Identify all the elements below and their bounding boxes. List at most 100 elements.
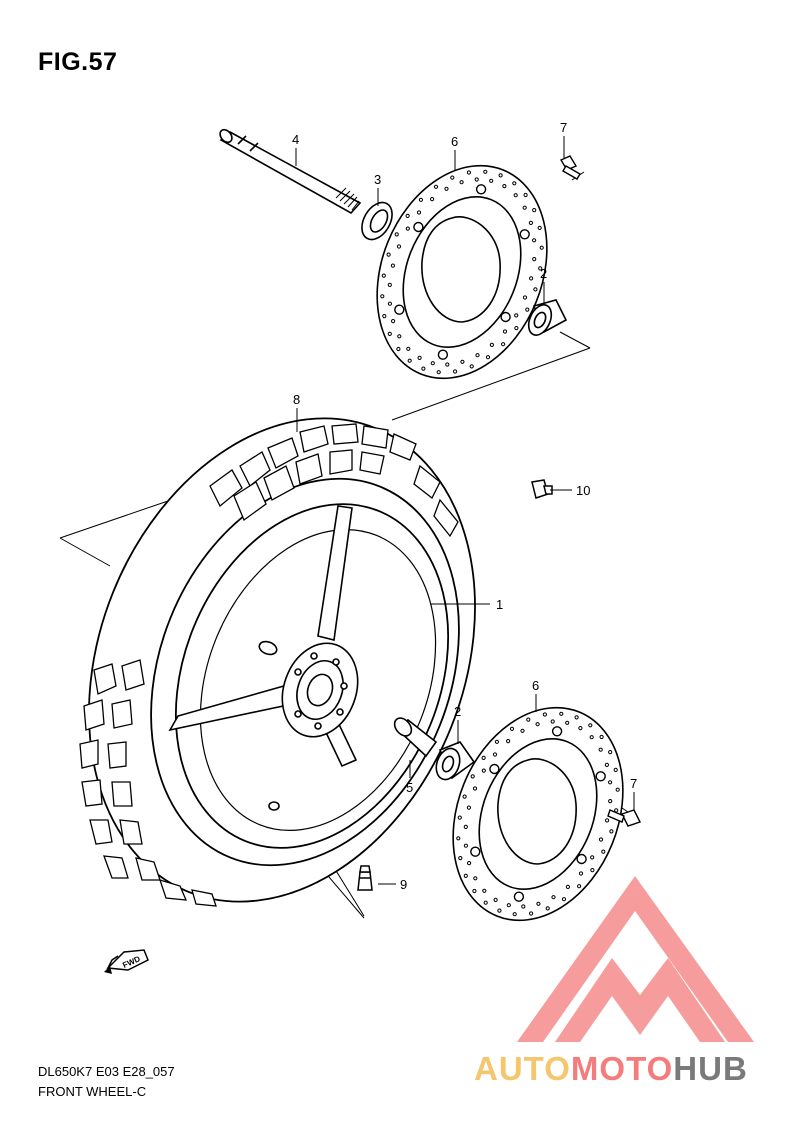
callout-numbers: 4 3 6 7 2 8 1 10 2 6 7 5 9 bbox=[292, 120, 637, 892]
disc-vent-hole bbox=[565, 720, 570, 725]
callout-3: 3 bbox=[374, 172, 381, 187]
disc-vent-hole bbox=[382, 314, 387, 319]
disc-vent-hole bbox=[445, 362, 450, 367]
disc-vent-hole bbox=[520, 728, 525, 733]
disc-vent-hole bbox=[391, 319, 396, 324]
disc-vent-hole bbox=[538, 266, 543, 271]
brand-part-hub: HUB bbox=[673, 1050, 748, 1087]
disc-vent-hole bbox=[590, 868, 595, 873]
oil-seal bbox=[361, 201, 393, 241]
disc-bolt-hole bbox=[475, 184, 487, 195]
disc-vent-hole bbox=[535, 722, 540, 727]
disc-bolt-hole bbox=[595, 771, 606, 782]
disc-vent-hole bbox=[489, 342, 494, 347]
disc-vent-hole bbox=[588, 723, 593, 728]
disc-vent-hole bbox=[522, 205, 527, 210]
disc-vent-hole bbox=[497, 908, 502, 913]
disc-vent-hole bbox=[387, 282, 392, 287]
disc-vent-hole bbox=[466, 805, 471, 810]
disc-vent-hole bbox=[433, 184, 439, 189]
disc-vent-hole bbox=[390, 263, 395, 268]
disc-vent-hole bbox=[525, 307, 530, 312]
disc-vent-hole bbox=[522, 295, 528, 300]
disc-vent-hole bbox=[523, 192, 528, 198]
disc-bolt-hole bbox=[513, 891, 525, 902]
disc-vent-hole bbox=[506, 903, 511, 908]
disc-vent-hole bbox=[601, 849, 606, 854]
disc-vent-hole bbox=[514, 313, 519, 318]
disc-vent-hole bbox=[608, 799, 613, 804]
disc-vent-hole bbox=[483, 900, 488, 905]
disc-vent-hole bbox=[463, 824, 468, 830]
disc-bolt-hole bbox=[470, 846, 481, 857]
disc-vent-hole bbox=[481, 755, 486, 761]
tire-tread bbox=[79, 423, 459, 907]
disc-vent-hole bbox=[493, 897, 498, 903]
disc-vent-hole bbox=[436, 370, 441, 375]
brand-part-auto: AUTO bbox=[474, 1050, 571, 1087]
callout-8: 8 bbox=[293, 392, 300, 407]
figure-title: FIG.57 bbox=[38, 48, 118, 76]
automotohub-logo bbox=[517, 876, 754, 1042]
callout-7-lower: 7 bbox=[630, 776, 637, 791]
leader-lines bbox=[295, 136, 635, 885]
disc-vent-hole bbox=[613, 767, 618, 773]
disc-vent-hole bbox=[397, 334, 402, 339]
disc-vent-hole bbox=[550, 719, 555, 724]
disc-vent-hole bbox=[405, 213, 410, 218]
disc-vent-hole bbox=[457, 815, 462, 820]
disc-vent-hole bbox=[514, 326, 519, 331]
callout-5: 5 bbox=[406, 780, 413, 795]
wheel-spokes bbox=[168, 505, 359, 811]
disc-vent-hole bbox=[536, 901, 541, 906]
disc-vent-hole bbox=[405, 226, 410, 231]
disc-bolt-hole bbox=[413, 221, 424, 233]
disc-vent-hole bbox=[473, 876, 478, 881]
disc-vent-hole bbox=[481, 768, 486, 773]
callout-4: 4 bbox=[292, 132, 299, 147]
disc-vent-hole bbox=[528, 220, 534, 225]
brake-disc-lower bbox=[452, 706, 624, 922]
disc-vent-hole bbox=[444, 186, 449, 191]
disc-vent-hole bbox=[467, 861, 472, 866]
disc-vent-hole bbox=[381, 273, 386, 278]
disc-vent-hole bbox=[456, 836, 461, 841]
disc-vent-hole bbox=[450, 175, 455, 180]
disc-vent-hole bbox=[475, 353, 480, 358]
disc-vent-hole bbox=[512, 181, 517, 186]
disc-vent-hole bbox=[578, 726, 583, 731]
callout-7-upper: 7 bbox=[560, 120, 567, 135]
disc-bolt-hole bbox=[576, 853, 587, 865]
disc-vent-hole bbox=[459, 180, 464, 185]
wheel-spacer bbox=[393, 717, 438, 758]
disc-vent-hole bbox=[498, 173, 503, 178]
disc-bolt-hole bbox=[500, 311, 511, 323]
disc-vent-hole bbox=[430, 197, 435, 202]
disc-vent-hole bbox=[578, 871, 584, 876]
disc-vent-hole bbox=[380, 294, 385, 299]
disc-vent-hole bbox=[421, 366, 426, 371]
disc-vent-hole bbox=[609, 829, 614, 834]
disc-vent-hole bbox=[559, 711, 564, 716]
callout-9: 9 bbox=[400, 877, 407, 892]
callout-2-lower: 2 bbox=[454, 704, 461, 719]
disc-vent-hole bbox=[605, 818, 610, 823]
disc-vent-hole bbox=[590, 855, 595, 860]
bearing-lower bbox=[435, 741, 476, 781]
disc-bolt-hole bbox=[394, 304, 405, 315]
disc-vent-hole bbox=[462, 794, 467, 799]
disc-vent-hole bbox=[463, 873, 468, 879]
disc-vent-hole bbox=[574, 715, 579, 720]
disc-vent-hole bbox=[386, 252, 391, 257]
disc-vent-hole bbox=[417, 355, 422, 360]
disc-vent-hole bbox=[513, 193, 518, 198]
disc-vent-hole bbox=[506, 739, 511, 744]
disc-vent-hole bbox=[501, 342, 506, 347]
brake-disc-upper bbox=[376, 164, 548, 380]
fwd-arrow: FWD bbox=[104, 949, 149, 974]
disc-vent-hole bbox=[529, 911, 534, 916]
brand-part-moto: MOTO bbox=[570, 1050, 674, 1087]
balancer-weight bbox=[531, 479, 553, 499]
disc-vent-hole bbox=[561, 897, 567, 902]
